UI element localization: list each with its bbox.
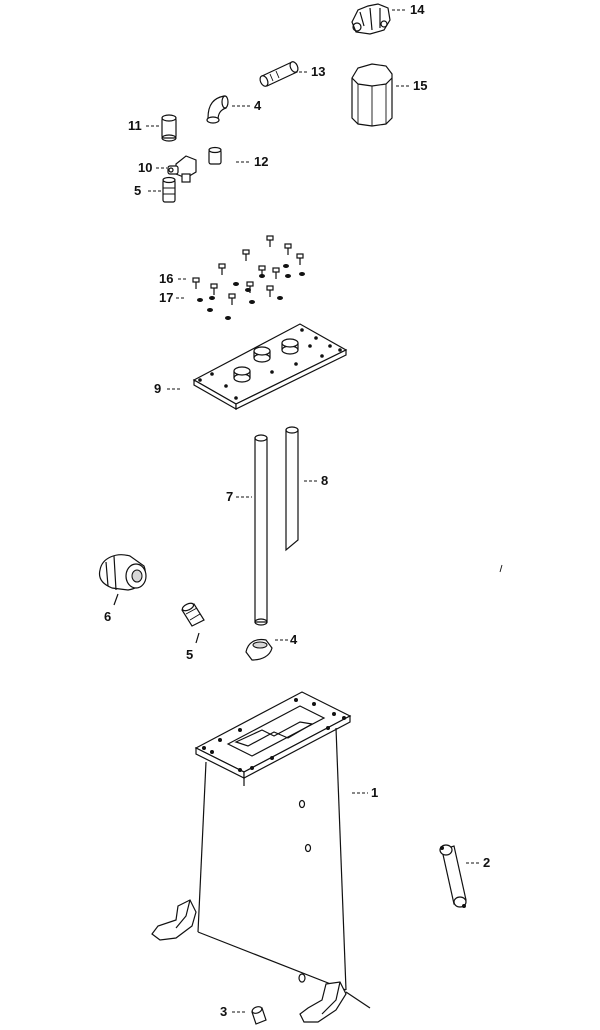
part-8-return-tube bbox=[285, 426, 299, 552]
flange-hole bbox=[326, 726, 330, 730]
part-1-hydraulic-tank bbox=[151, 691, 371, 1023]
flange-hole bbox=[238, 768, 242, 772]
callout-10: 10 bbox=[138, 160, 152, 175]
part-3-drain-plug bbox=[251, 1006, 267, 1025]
part-4-elbow-top bbox=[206, 95, 229, 124]
washer bbox=[233, 282, 239, 286]
bolt bbox=[218, 263, 226, 275]
callout-8: 8 bbox=[321, 473, 328, 488]
callout-14: 14 bbox=[410, 2, 425, 17]
bolt bbox=[284, 243, 292, 255]
callout-7: 7 bbox=[226, 489, 233, 504]
part-9-plate-holes bbox=[198, 328, 342, 400]
flange-hole bbox=[270, 756, 274, 760]
callout-11: 11 bbox=[128, 118, 142, 133]
bolt bbox=[228, 293, 236, 305]
plate-hole bbox=[314, 336, 318, 340]
callout-2: 2 bbox=[483, 855, 490, 870]
part-7-suction-tube bbox=[254, 434, 268, 626]
callout-16: 16 bbox=[159, 271, 173, 286]
part-14-filter-head bbox=[351, 3, 391, 35]
washer bbox=[249, 300, 255, 304]
washer bbox=[207, 308, 213, 312]
washer bbox=[197, 298, 203, 302]
leader-6 bbox=[113, 593, 119, 606]
callout-12: 12 bbox=[254, 154, 268, 169]
part-9-cover-plate bbox=[192, 323, 348, 411]
callout-3: 3 bbox=[220, 1004, 227, 1019]
plate-hole bbox=[300, 328, 304, 332]
flange-hole bbox=[202, 746, 206, 750]
callout-4b: 4 bbox=[290, 632, 298, 647]
flange-hole bbox=[332, 712, 336, 716]
plate-hole bbox=[328, 344, 332, 348]
flange-hole bbox=[250, 766, 254, 770]
bolt bbox=[242, 249, 250, 261]
plate-hole bbox=[294, 362, 298, 366]
part-5-nipple-top bbox=[162, 176, 176, 203]
callout-5a: 5 bbox=[134, 183, 141, 198]
washer bbox=[225, 316, 231, 320]
bolt bbox=[272, 267, 280, 279]
part-4-elbow-lower bbox=[245, 638, 273, 661]
leader-5b bbox=[195, 632, 200, 644]
washer bbox=[259, 274, 265, 278]
plate-hole bbox=[224, 384, 228, 388]
plate-hole bbox=[338, 348, 342, 352]
part-11-coupling bbox=[161, 114, 177, 142]
part-10-swivel-tee bbox=[167, 155, 197, 183]
washer bbox=[283, 264, 289, 268]
part-15-filter-element bbox=[351, 63, 393, 127]
callout-9: 9 bbox=[154, 381, 161, 396]
flange-hole bbox=[210, 750, 214, 754]
parts-16-17-bolts-washers bbox=[192, 235, 305, 320]
bolt bbox=[192, 277, 200, 289]
flange-hole bbox=[238, 728, 242, 732]
callout-1: 1 bbox=[371, 785, 378, 800]
plate-hole bbox=[198, 378, 202, 382]
washer bbox=[299, 272, 305, 276]
plate-hole bbox=[270, 370, 274, 374]
bolt bbox=[266, 285, 274, 297]
bolt bbox=[266, 235, 274, 247]
washer bbox=[245, 288, 251, 292]
callout-5b: 5 bbox=[186, 647, 193, 662]
part-2-sight-gauge bbox=[439, 844, 467, 908]
flange-hole bbox=[342, 716, 346, 720]
plate-hole bbox=[320, 354, 324, 358]
flange-hole bbox=[218, 738, 222, 742]
washer bbox=[285, 274, 291, 278]
bolt bbox=[296, 253, 304, 265]
bolt bbox=[210, 283, 218, 295]
callout-6: 6 bbox=[104, 609, 111, 624]
flange-hole bbox=[294, 698, 298, 702]
callout-13: 13 bbox=[311, 64, 325, 79]
part-13-pipe-nipple bbox=[259, 61, 299, 87]
callout-15: 15 bbox=[413, 78, 427, 93]
part-6-strainer bbox=[98, 554, 147, 591]
part-12-bushing bbox=[208, 146, 222, 165]
washer bbox=[209, 296, 215, 300]
part-5-nipple-lower bbox=[181, 602, 205, 627]
plate-hole bbox=[308, 344, 312, 348]
plate-hole bbox=[234, 396, 238, 400]
plate-hole bbox=[210, 372, 214, 376]
washer bbox=[277, 296, 283, 300]
callout-4a: 4 bbox=[254, 98, 262, 113]
flange-hole bbox=[312, 702, 316, 706]
callout-17: 17 bbox=[159, 290, 173, 305]
stray-mark bbox=[499, 564, 503, 573]
part-1-flange-holes bbox=[202, 698, 346, 772]
